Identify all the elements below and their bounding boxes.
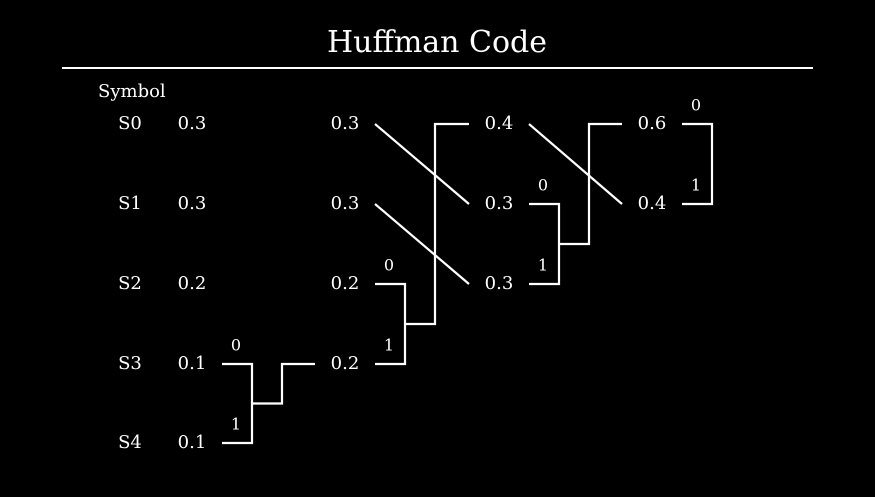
symbol-label-s0: S0 <box>118 113 142 134</box>
shift-line-1-0 <box>374 123 470 205</box>
shift-line-1-1 <box>374 203 470 285</box>
diagram-title: Huffman Code <box>327 25 547 60</box>
stage-2-value-2: 0.3 <box>485 273 514 294</box>
stage-2-value-0: 0.4 <box>485 113 514 134</box>
stage-1-value-1: 0.3 <box>331 193 360 214</box>
bit-label-upper-1: 0 <box>384 256 394 275</box>
stage-2-value-1: 0.3 <box>485 193 514 214</box>
bit-label-lower-2: 1 <box>538 256 548 275</box>
stage-0-value-2: 0.2 <box>178 273 207 294</box>
merge-output-2 <box>559 122 622 246</box>
bit-label-lower-1: 1 <box>384 336 394 355</box>
stage-3-value-1: 0.4 <box>638 193 667 214</box>
stage-1-value-0: 0.3 <box>331 113 360 134</box>
symbol-label-s1: S1 <box>118 193 142 214</box>
stage-1-value-2: 0.2 <box>331 273 360 294</box>
merge-output-0 <box>252 362 315 405</box>
stage-0-value-1: 0.3 <box>178 193 207 214</box>
bit-label-upper-2: 0 <box>538 176 548 195</box>
symbol-label-s3: S3 <box>118 353 142 374</box>
bit-label-upper-0: 0 <box>231 336 241 355</box>
symbol-header: Symbol <box>98 81 166 102</box>
stage-0-value-4: 0.1 <box>178 432 207 453</box>
bit-label-lower-0: 1 <box>231 415 241 434</box>
stage-3-value-0: 0.6 <box>638 113 667 134</box>
symbol-label-s4: S4 <box>118 432 142 453</box>
bit-label-lower-3: 1 <box>691 176 701 195</box>
merge-bracket-3 <box>682 122 714 206</box>
stage-1-value-3: 0.2 <box>331 353 360 374</box>
bit-label-upper-3: 0 <box>691 96 701 115</box>
symbol-label-s2: S2 <box>118 273 142 294</box>
shift-line-2-0 <box>528 123 623 205</box>
merge-output-1 <box>405 122 469 326</box>
stage-0-value-3: 0.1 <box>178 353 207 374</box>
stage-0-value-0: 0.3 <box>178 113 207 134</box>
